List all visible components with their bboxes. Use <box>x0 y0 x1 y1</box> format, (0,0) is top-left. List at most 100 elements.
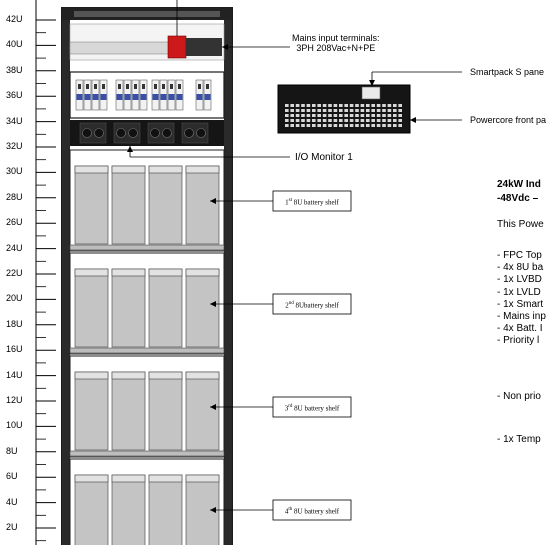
u-label: 22U <box>6 268 23 278</box>
shelf-label-box <box>272 396 352 418</box>
shelf-number: 4 <box>284 507 289 516</box>
fan-grille <box>196 128 206 138</box>
battery-top-cover <box>185 371 220 380</box>
callout-arrowheads <box>127 44 416 152</box>
u-label: 26U <box>6 217 23 228</box>
vent-slot <box>285 109 289 112</box>
vent-slot <box>349 114 354 117</box>
vent-slot <box>349 124 354 127</box>
battery-shelf <box>69 149 352 252</box>
battery-top-cover <box>148 474 183 483</box>
smartpack-callout: Smartpack S pane <box>470 67 545 77</box>
breaker-label-strip <box>140 94 147 100</box>
vent-slot <box>301 109 305 112</box>
vent-slot <box>339 119 343 122</box>
breaker-handle <box>126 84 129 89</box>
u-label: 38U <box>6 64 23 75</box>
battery-top-cover <box>74 165 109 174</box>
vent-slot <box>295 114 300 117</box>
battery-block <box>111 165 146 245</box>
vent-slot <box>322 114 327 117</box>
battery-top-cover <box>148 371 183 380</box>
battery-block <box>185 165 220 245</box>
vent-slot <box>285 124 289 127</box>
powercore-front-panel <box>277 84 411 134</box>
u-label: 24U <box>6 242 23 253</box>
rack-rail-right <box>224 8 232 545</box>
breaker-label-strip <box>168 94 175 100</box>
vent-slot <box>344 124 348 127</box>
vent-slot <box>301 119 305 122</box>
vent-slot <box>393 114 397 117</box>
description-intro: This Powe <box>497 219 544 230</box>
u-label: 40U <box>6 39 23 50</box>
battery-top-cover <box>74 371 109 380</box>
vent-slot <box>366 119 370 122</box>
vent-slot <box>371 104 375 107</box>
vent-slot <box>328 114 332 117</box>
vent-slot <box>285 104 289 107</box>
mains-callout: Mains input terminals: 3PH 208Vac+N+PE <box>292 33 380 53</box>
vent-slot <box>398 104 402 107</box>
description-non-priority: - Non prio <box>497 391 541 402</box>
breaker-panel <box>69 71 225 119</box>
rectifier-module <box>181 122 209 144</box>
u-label: 10U <box>6 420 23 431</box>
battery-block <box>111 268 146 348</box>
breaker-label-strip <box>92 94 99 100</box>
vent-slot <box>328 104 332 107</box>
vent-slot <box>312 124 316 127</box>
vent-slot <box>306 109 311 112</box>
vent-slot <box>382 114 386 117</box>
powercore-callout: Powercore front pa <box>470 115 547 125</box>
rectifier-module <box>113 122 141 144</box>
rectifier-row <box>70 120 224 146</box>
u-label: 30U <box>6 166 23 177</box>
battery-top-cover <box>185 268 220 277</box>
u-label: 32U <box>6 141 23 151</box>
shelf-text: 8U battery shelf <box>291 198 339 207</box>
vent-slot <box>312 104 316 107</box>
battery-block <box>148 371 183 451</box>
vent-slot <box>387 114 392 117</box>
shelf-text: 8U battery shelf <box>292 507 340 516</box>
rack-rail-left <box>62 8 70 545</box>
rack-unit-scale <box>35 0 56 545</box>
vent-slot <box>312 109 316 112</box>
breaker-handle <box>94 84 97 89</box>
vent-slot <box>382 104 386 107</box>
breaker-handle <box>134 84 137 89</box>
vent-slot <box>312 114 316 117</box>
shelf-label-box <box>272 190 352 212</box>
shelf-callout-arrow <box>210 301 216 307</box>
battery-block <box>185 268 220 348</box>
vent-slot <box>366 104 370 107</box>
vent-slot <box>344 119 348 122</box>
shelf-number: 1 <box>285 198 289 207</box>
battery-block <box>148 268 183 348</box>
vent-slot <box>322 109 327 112</box>
breaker-handle <box>118 84 121 89</box>
vent-slot <box>366 109 370 112</box>
battery-block <box>185 371 220 451</box>
u-label: 4U <box>6 496 18 507</box>
vent-slot <box>290 114 294 117</box>
vent-slot <box>398 114 402 117</box>
shelf-text: 8Ubattery shelf <box>293 301 339 310</box>
vent-slot <box>333 119 338 122</box>
description-item: - 4x Batt. I <box>497 323 543 335</box>
vent-slot <box>371 109 375 112</box>
vent-slot <box>387 109 392 112</box>
u-label: 34U <box>6 115 23 126</box>
vent-slot <box>290 119 294 122</box>
vent-slot <box>387 104 392 107</box>
u-label: 2U <box>6 522 18 532</box>
battery-shelf <box>69 458 352 545</box>
io-monitor-callout: I/O Monitor 1 <box>295 152 353 163</box>
description-item: - Mains inp <box>497 311 546 322</box>
breaker-label-strip <box>84 94 91 100</box>
vent-slot <box>295 109 300 112</box>
vent-slot <box>339 124 343 127</box>
mains-callout-line2: 3PH 208Vac+N+PE <box>296 43 376 53</box>
vent-slot <box>328 124 332 127</box>
